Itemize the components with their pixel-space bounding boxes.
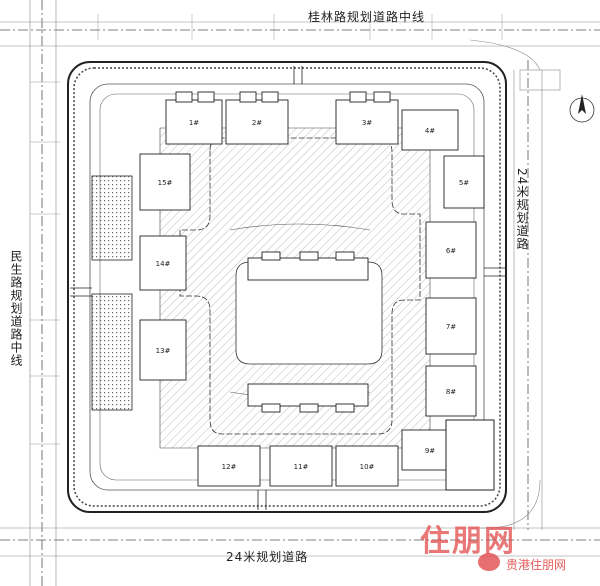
building-12 [197,445,261,487]
left-commercial-strip [91,175,133,261]
block-label-2: 2# [252,119,262,127]
road-label-right: 24米规划道路 [515,168,529,251]
left-commercial-strip-2 [91,293,133,411]
building-10 [335,445,399,487]
building-1 [165,99,223,145]
fire-lane [89,83,485,491]
central-tower-north [247,257,369,281]
road-label-left: 民生路规划道路中线 [9,250,23,367]
building-5 [443,155,485,209]
block-labels: 1# 2# 3# 4# 5# 6# 7# 8# 9# 10# 11# 12# 1… [156,119,470,471]
corner-structure-ne [519,69,561,91]
block-label-1: 1# [189,119,199,127]
boundary-fence [73,67,501,507]
block-label-14: 14# [156,260,171,268]
block-label-3: 3# [362,119,372,127]
block-label-8: 8# [446,388,456,396]
block-label-11: 11# [294,463,309,471]
building-14 [139,235,187,291]
central-lawn [235,261,383,365]
block-label-9: 9# [425,447,435,455]
block-label-7: 7# [446,323,456,331]
block-label-5: 5# [459,179,469,187]
building-15 [139,153,191,211]
building-7 [425,297,477,355]
grid-axis-ticks [30,14,503,445]
building-6 [425,221,477,279]
building-13 [139,319,187,381]
entrances [70,66,506,510]
block-label-6: 6# [446,247,456,255]
building-3 [335,99,399,145]
block-label-15: 15# [158,179,173,187]
building-8 [425,365,477,417]
central-tower-south [247,383,369,407]
block-label-13: 13# [156,347,171,355]
building-11 [269,445,333,487]
watermark-text: 贵港住朋网 [506,558,567,572]
watermark-logo: 住朋网 [420,524,516,559]
north-arrow-icon [569,94,595,123]
kindergarten [445,419,495,491]
building-2 [225,99,289,145]
site-boundary [67,61,507,513]
block-label-4: 4# [425,127,435,135]
road-label-bottom: 24米规划道路 [226,550,309,564]
block-label-10: 10# [360,463,375,471]
watermark-badge-icon [478,553,500,571]
road-label-top: 桂林路规划道路中线 [308,10,426,24]
building-4 [401,109,459,151]
block-label-12: 12# [222,463,237,471]
